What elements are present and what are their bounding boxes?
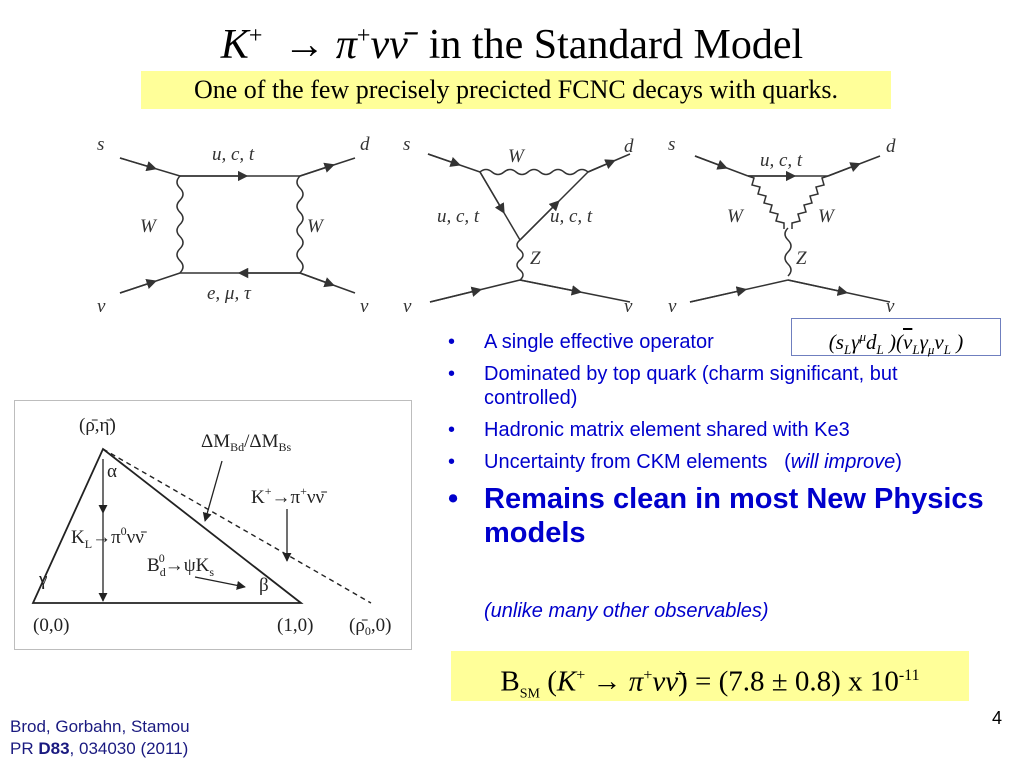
- box-label-d: d: [360, 134, 370, 155]
- box-label-w-right: W: [307, 216, 325, 237]
- penguin-q-label-z: Z: [796, 248, 807, 269]
- angle-gamma-label: γ: [38, 569, 47, 590]
- page-number: 4: [991, 708, 1002, 728]
- bullet-note: (unlike many other observables): [484, 600, 769, 622]
- penguin-q-label-quarks: u, c, t: [760, 150, 803, 171]
- box-label-w-left: W: [140, 216, 158, 237]
- bullet-item-emphasis: •Remains clean in most New Physics model…: [448, 483, 984, 549]
- box-label-nu-right: ν: [360, 296, 369, 317]
- penguin-q-label-nu-left: ν: [668, 296, 677, 317]
- penguin-q-label-d: d: [886, 136, 896, 157]
- citation-authors: Brod, Gorbahn, Stamou: [10, 717, 190, 736]
- bullet-list: •A single effective operator •Dominated …: [446, 330, 986, 554]
- bullet-item: •A single effective operator: [448, 331, 714, 353]
- penguin-w-label-w: W: [508, 146, 526, 167]
- bullet-item: •Dominated by top quark (charm significa…: [448, 363, 898, 409]
- box-label-s: s: [97, 134, 104, 155]
- citation-journal: PR D83, 034030 (2011): [10, 739, 189, 758]
- penguin-q-label-w-left: W: [727, 206, 745, 227]
- slide-title: K+ → π+νν̄ in the Standard Model: [220, 22, 804, 68]
- effective-operator-formula: (sLγμdL )(νLγμνL ): [791, 318, 1001, 357]
- penguin-w-label-d: d: [624, 136, 634, 157]
- penguin-w-label-nu-right: ν: [624, 296, 633, 317]
- delta-m-ratio-label: ΔMBd/ΔMBs: [201, 431, 292, 454]
- feynman-diagrams: s d ν ν u, c, t e, μ, τ W W s d ν ν W u,…: [97, 134, 896, 317]
- rho0-label: (ρ̄0,0): [349, 615, 391, 638]
- triangle-apex-label: (ρ̄,η̄): [79, 415, 116, 436]
- angle-alpha-label: α: [107, 461, 117, 482]
- k-plus-decay-label: K+→π+νν̄: [251, 484, 327, 508]
- branching-ratio-formula: BSM (K+ → π+νν̄) = (7.8 ± 0.8) x 10-11: [451, 651, 969, 701]
- penguin-q-label-w-right: W: [818, 206, 836, 227]
- subtitle-highlight: One of the few precisely precicted FCNC …: [141, 71, 891, 109]
- penguin-w-label-quark-right: u, c, t: [550, 206, 593, 227]
- penguin-w-label-nu-left: ν: [403, 296, 412, 317]
- penguin-w-label-z: Z: [530, 248, 541, 269]
- box-label-leptons: e, μ, τ: [207, 283, 252, 304]
- penguin-w-label-quark-left: u, c, t: [437, 206, 480, 227]
- origin-label: (0,0): [33, 615, 69, 636]
- angle-beta-label: β: [259, 575, 269, 596]
- box-label-nu-left: ν: [97, 296, 106, 317]
- unitarity-triangle-figure: (ρ̄,η̄) α γ β ΔMBd/ΔMBs K+→π+νν̄ KL→π0νν…: [14, 400, 412, 650]
- bullet-item: •Hadronic matrix element shared with Ke3: [448, 419, 850, 441]
- citation: Brod, Gorbahn, Stamou PR D83, 034030 (20…: [10, 716, 190, 760]
- point-one-label: (1,0): [277, 615, 313, 636]
- k-long-decay-label: KL→π0νν̄: [71, 524, 147, 551]
- penguin-q-label-nu-right: ν: [886, 296, 895, 317]
- penguin-w-label-s: s: [403, 134, 410, 155]
- bullet-item: •Uncertainty from CKM elements (will imp…: [448, 451, 902, 473]
- box-label-quarks: u, c, t: [212, 144, 255, 165]
- penguin-q-label-s: s: [668, 134, 675, 155]
- bd-decay-label: Bd0→ψKs: [147, 551, 214, 579]
